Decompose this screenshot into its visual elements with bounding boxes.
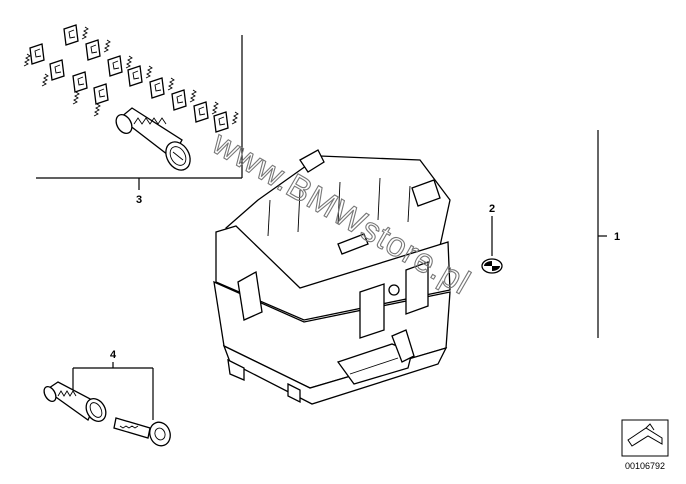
reference-block: 00106792 bbox=[621, 419, 669, 471]
lock-set-group: 3 bbox=[23, 24, 243, 206]
tumbler-plate bbox=[23, 43, 45, 67]
tumbler-plate bbox=[107, 55, 133, 77]
tumbler-plate bbox=[72, 71, 88, 105]
tumbler-plate bbox=[41, 59, 65, 87]
tumbler-plate bbox=[193, 101, 219, 123]
lock-key-group: 4 bbox=[43, 349, 171, 447]
tumbler-plate bbox=[171, 89, 197, 111]
tumbler-plate bbox=[127, 65, 153, 87]
callout-4: 4 bbox=[110, 349, 117, 361]
tumbler-plate bbox=[213, 111, 239, 133]
tumbler-plates bbox=[23, 24, 239, 133]
tumbler-plate bbox=[63, 24, 89, 46]
emblem-group: 2 bbox=[481, 203, 503, 274]
lock-cylinder bbox=[115, 107, 191, 171]
callout-1: 1 bbox=[614, 231, 620, 243]
callout-3: 3 bbox=[136, 194, 142, 206]
tumbler-plate bbox=[149, 77, 175, 99]
top-case: 1 bbox=[213, 130, 620, 405]
reference-number: 00106792 bbox=[625, 461, 665, 471]
lock-cylinder-small bbox=[43, 381, 107, 422]
tumbler-plate bbox=[93, 83, 109, 117]
tumbler-plate bbox=[85, 39, 111, 61]
key bbox=[113, 417, 171, 447]
callout-2: 2 bbox=[489, 203, 495, 215]
